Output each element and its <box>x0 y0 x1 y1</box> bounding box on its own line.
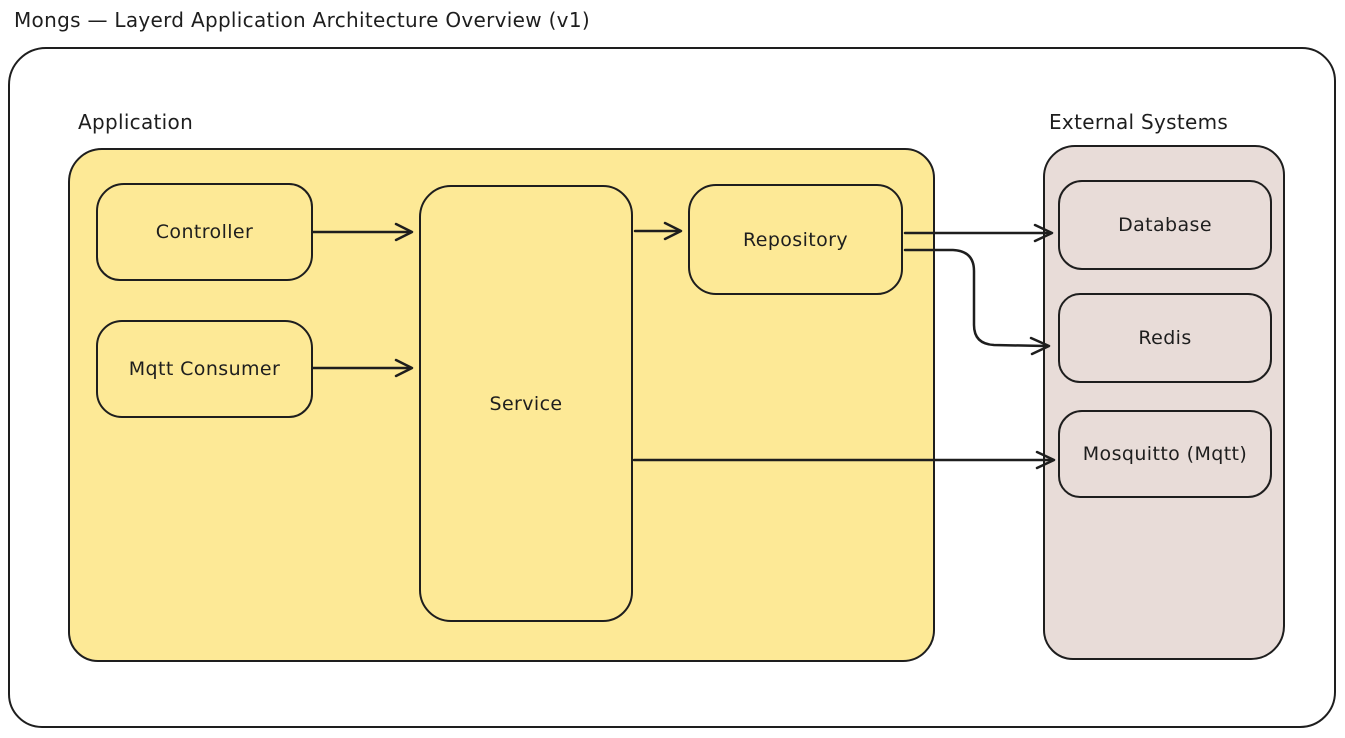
edge-repository-to-database[interactable] <box>903 223 1054 243</box>
edge-repository-to-redis[interactable] <box>903 248 1051 356</box>
node-mqtt-consumer-label: Mqtt Consumer <box>128 358 281 380</box>
node-mosquitto[interactable]: Mosquitto (Mqtt) <box>1058 410 1272 498</box>
node-repository-label: Repository <box>742 228 849 251</box>
node-repository[interactable]: Repository <box>688 184 903 295</box>
edge-mqtt-consumer-to-service[interactable] <box>311 358 414 378</box>
node-service-label: Service <box>489 392 563 415</box>
node-redis[interactable]: Redis <box>1058 293 1272 383</box>
diagram-title: Mongs — Layerd Application Architecture … <box>14 8 590 32</box>
node-mqtt-consumer[interactable]: Mqtt Consumer <box>96 320 313 418</box>
external-systems-group-label: External Systems <box>1049 110 1229 134</box>
node-controller[interactable]: Controller <box>96 183 313 281</box>
edge-controller-to-service[interactable] <box>311 222 414 242</box>
node-redis-label: Redis <box>1138 327 1192 349</box>
node-database-label: Database <box>1118 214 1212 236</box>
node-service[interactable]: Service <box>419 185 633 622</box>
node-mosquitto-label: Mosquitto (Mqtt) <box>1082 443 1248 465</box>
application-group-label: Application <box>78 110 194 134</box>
node-controller-label: Controller <box>155 221 254 243</box>
edge-service-to-mosquitto[interactable] <box>632 450 1056 470</box>
edge-service-to-repository[interactable] <box>633 221 683 241</box>
node-database[interactable]: Database <box>1058 180 1272 270</box>
